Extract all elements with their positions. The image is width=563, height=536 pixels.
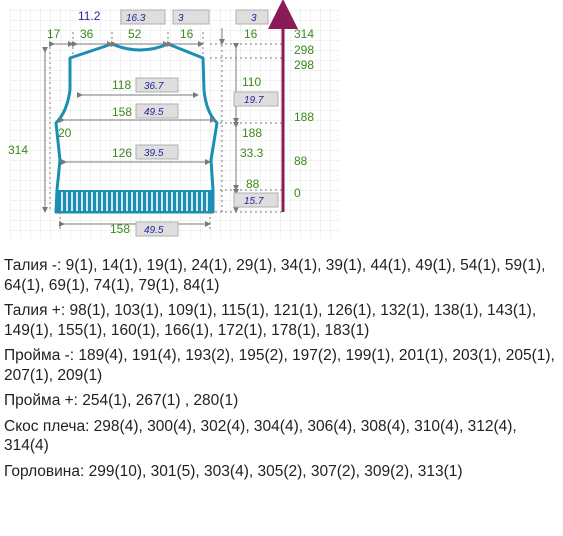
armhole-increase-text: Пройма +: 254(1), 267(1) , 280(1) xyxy=(4,392,239,409)
value-box-neck: 16.3 xyxy=(120,9,166,25)
hem-line-value: 158 xyxy=(110,222,130,236)
mid-height-label: 33.3 xyxy=(240,146,264,160)
ribbing-height-box: 15.7 xyxy=(233,192,279,208)
neckline-text: Горловина: 299(10), 301(5), 303(4), 305(… xyxy=(4,462,463,480)
svg-text:19.7: 19.7 xyxy=(244,95,264,106)
hem-line-box: 49.5 xyxy=(135,221,179,237)
waist-decrease-text: Талия -: 9(1), 14(1), 19(1), 24(1), 29(1… xyxy=(4,257,546,294)
armhole-depth-label: 110 xyxy=(242,75,261,89)
armhole-depth-box: 19.7 xyxy=(233,91,279,107)
right-shoulder-label: 16 xyxy=(244,27,258,41)
shoulder-width-label: 16 xyxy=(180,27,194,41)
ruler-label-88: 88 xyxy=(294,154,308,168)
guide-lines xyxy=(49,32,282,230)
value-box-shoulder: 3 xyxy=(172,9,210,25)
side-width-label: 17 xyxy=(47,27,61,41)
neck-width-label: 52 xyxy=(128,27,142,41)
bust-line-box: 49.5 xyxy=(135,103,179,119)
ruler-label-188: 188 xyxy=(294,110,314,124)
svg-text:49.5: 49.5 xyxy=(144,107,164,118)
armhole-line-value: 118 xyxy=(112,78,131,92)
ruler-label-298-b: 298 xyxy=(294,58,314,72)
waist-line-box: 39.5 xyxy=(135,144,179,160)
total-height-label: 314 xyxy=(8,143,28,157)
svg-text:39.5: 39.5 xyxy=(144,148,164,159)
armhole-line-box: 36.7 xyxy=(135,77,179,93)
measure-arrows xyxy=(42,28,239,227)
ruler-label-0: 0 xyxy=(294,186,301,200)
ruler-label-314: 314 xyxy=(294,27,314,41)
bust-line-value: 158 xyxy=(112,105,132,119)
svg-text:36.7: 36.7 xyxy=(144,81,164,92)
svg-text:16.3: 16.3 xyxy=(126,13,146,24)
instructions-block: Талия -: 9(1), 14(1), 19(1), 24(1), 29(1… xyxy=(4,256,560,481)
armhole-decrease-text: Пройма -: 189(4), 191(4), 193(2), 195(2)… xyxy=(4,347,555,384)
waist-line-value: 126 xyxy=(112,146,132,160)
armhole-start-label: 188 xyxy=(242,126,262,140)
ruler-label-298-a: 298 xyxy=(294,43,314,57)
neck-side-width-label: 36 xyxy=(80,27,94,41)
waist-increase-text: Талия +: 98(1), 103(1), 109(1), 115(1), … xyxy=(4,302,537,339)
svg-text:3: 3 xyxy=(251,13,257,24)
svg-text:15.7: 15.7 xyxy=(244,196,264,207)
svg-text:3: 3 xyxy=(178,13,184,24)
side-offset-label: 20 xyxy=(58,126,72,140)
ribbing-row-label: 88 xyxy=(246,177,260,191)
ribbing xyxy=(56,190,213,212)
neck-offset-value: 11.2 xyxy=(78,9,101,23)
svg-text:49.5: 49.5 xyxy=(144,225,164,236)
pattern-diagram: 11.2 16.3 3 3 17 36 52 16 16 314 298 298… xyxy=(8,0,340,238)
shoulder-slope-text: Скос плеча: 298(4), 300(4), 302(4), 304(… xyxy=(4,417,517,455)
value-box-right-shoulder: 3 xyxy=(235,9,269,25)
